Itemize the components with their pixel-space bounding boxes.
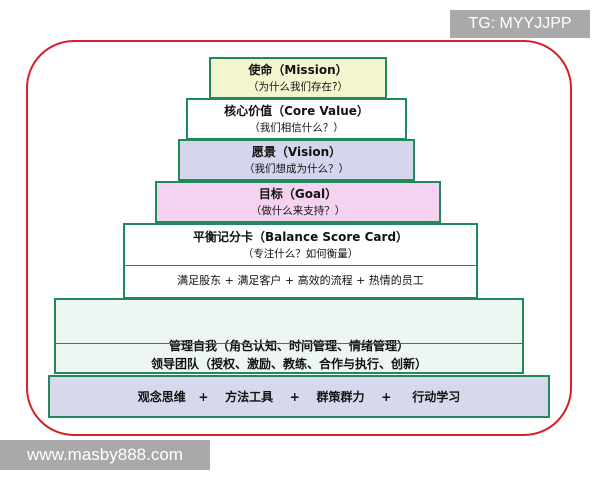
management-divider [56, 343, 522, 344]
pyramid-level-vision: 愿景（Vision） （我们想成为什么？） [178, 139, 415, 181]
pyramid-level-goal: 目标（Goal） （做什么来支持？） [155, 181, 441, 223]
balance-score-card-title: 平衡记分卡（Balance Score Card） [192, 230, 409, 244]
management-line-team: 领导团队（授权、激励、教练、合作与执行、创新） [150, 357, 427, 371]
pyramid-level-balance-score-card: 平衡记分卡（Balance Score Card） （专注什么？如何衡量） 满足… [123, 223, 478, 299]
foundation-text: 观念思维 + 方法工具 + 群策群力 + 行动学习 [137, 389, 461, 404]
core-value-subtitle: （我们相信什么？） [249, 122, 344, 134]
pyramid-level-core-value: 核心价值（Core Value） （我们相信什么？） [186, 98, 407, 140]
core-value-title: 核心价值（Core Value） [224, 104, 369, 118]
balance-score-card-subtitle: （专注什么？如何衡量） [242, 248, 359, 260]
rounded-frame [26, 40, 572, 436]
pyramid-level-management: 管理自我（角色认知、时间管理、情绪管理） 领导团队（授权、激励、教练、合作与执行… [54, 298, 524, 374]
mission-title: 使命（Mission） [248, 63, 348, 77]
mission-subtitle: （为什么我们存在?） [247, 81, 349, 93]
vision-title: 愿景（Vision） [251, 145, 342, 159]
balance-score-card-detail: 满足股东 + 满足客户 + 高效的流程 + 热情的员工 [177, 274, 424, 287]
goal-subtitle: （做什么来支持？） [250, 205, 346, 217]
goal-title: 目标（Goal） [258, 187, 338, 201]
balance-score-card-divider [125, 265, 476, 266]
vision-subtitle: （我们想成为什么？） [244, 163, 349, 175]
watermark-top-right: TG: MYYJJPP [450, 10, 590, 38]
pyramid-level-foundation: 观念思维 + 方法工具 + 群策群力 + 行动学习 [48, 375, 550, 418]
watermark-bottom-left: www.masby888.com [0, 440, 210, 470]
management-line-self: 管理自我（角色认知、时间管理、情绪管理） [168, 339, 409, 353]
pyramid-level-mission: 使命（Mission） （为什么我们存在?） [209, 57, 387, 99]
